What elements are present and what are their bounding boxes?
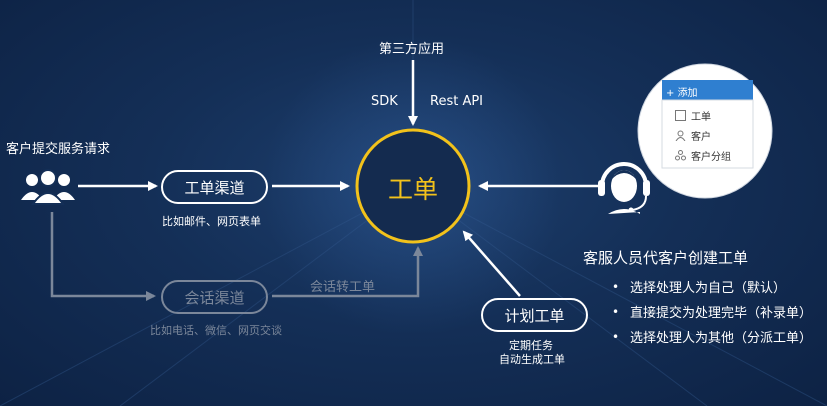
agent-option-text: 直接提交为处理完毕（补录单）: [630, 306, 813, 321]
agent-option-item: •直接提交为处理完毕（补录单）: [612, 299, 812, 324]
chat-to-ticket-label: 会话转工单: [310, 280, 376, 295]
arrow-plan-to-ticket: [462, 230, 521, 297]
plan-ticket-caption-line1: 定期任务: [509, 339, 553, 352]
ticket-node-circle: [355, 128, 471, 244]
agent-headset-icon: [598, 162, 650, 214]
agent-option-text: 选择处理人为自己（默认）: [630, 281, 787, 296]
customers-icon: [21, 169, 75, 205]
rest-api-label: Rest API: [430, 94, 484, 109]
plan-ticket-caption-line2: 自动生成工单: [499, 353, 565, 366]
person-icon: [675, 130, 686, 142]
agent-section-title: 客服人员代客户创建工单: [583, 249, 749, 267]
agent-option-item: •选择处理人为其他（分派工单）: [612, 324, 812, 349]
document-icon: [675, 110, 686, 121]
menu-item-ticket[interactable]: 工单: [675, 108, 711, 123]
ticket-channel-node: 工单渠道: [161, 170, 268, 204]
ticket-channel-label: 工单渠道: [184, 178, 245, 197]
chat-channel-caption: 比如电话、微信、网页交谈: [150, 324, 282, 337]
add-button-label: 添加: [677, 88, 698, 99]
menu-item-customer[interactable]: 客户: [675, 128, 711, 143]
add-menu-list: [661, 99, 754, 169]
agent-option-text: 选择处理人为其他（分派工单）: [630, 331, 813, 346]
agent-options-list: •选择处理人为自己（默认） •直接提交为处理完毕（补录单） •选择处理人为其他（…: [612, 274, 812, 349]
arrow-chat-to-ticket: [272, 246, 423, 298]
sdk-label: SDK: [371, 94, 398, 109]
third-party-label: 第三方应用: [379, 42, 445, 57]
plus-icon: +: [666, 88, 678, 99]
add-menu-header: [662, 80, 753, 100]
menu-item-label: 客户: [691, 132, 711, 143]
menu-item-label: 工单: [691, 112, 711, 123]
plan-ticket-label: 计划工单: [504, 306, 565, 325]
add-button[interactable]: + 添加: [666, 84, 698, 99]
plan-ticket-node: 计划工单: [481, 298, 588, 332]
group-icon: [675, 150, 686, 161]
menu-item-label: 客户分组: [691, 152, 731, 163]
customer-request-label: 客户提交服务请求: [6, 142, 111, 157]
ticket-node-label: 工单: [388, 175, 439, 204]
chat-channel-node: 会话渠道: [161, 280, 268, 314]
menu-item-customer-group[interactable]: 客户分组: [675, 148, 731, 163]
ticket-channel-caption: 比如邮件、网页表单: [162, 215, 261, 228]
agent-option-item: •选择处理人为自己（默认）: [612, 274, 812, 299]
chat-channel-label: 会话渠道: [184, 288, 245, 307]
arrow-customer-to-chat-channel: [50, 212, 156, 301]
